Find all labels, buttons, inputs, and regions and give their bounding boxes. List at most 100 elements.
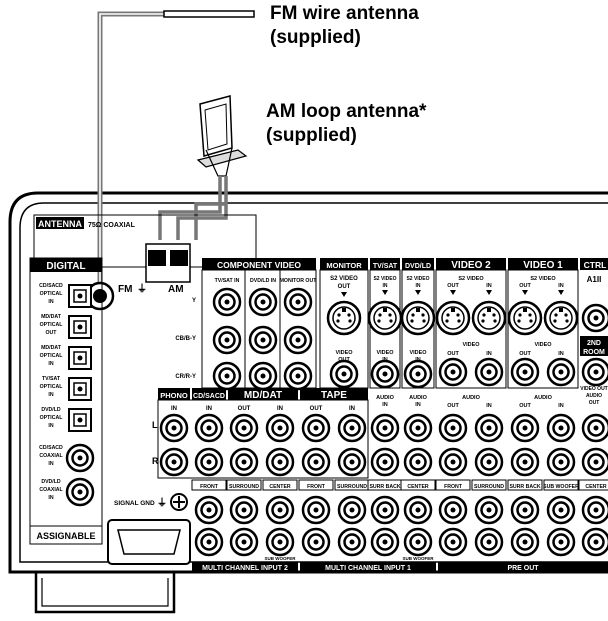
- audio-jack-r[interactable]: [159, 447, 189, 477]
- fm-antenna-supplied: (supplied): [270, 27, 361, 48]
- signal-gnd-screw[interactable]: [170, 493, 188, 511]
- video-jack[interactable]: [510, 357, 540, 387]
- multi-channel-jack[interactable]: [265, 527, 295, 557]
- multi-channel-jack[interactable]: [510, 527, 540, 557]
- optical-jack[interactable]: [68, 346, 92, 370]
- component-video-jack[interactable]: [248, 361, 278, 391]
- second-room-jack[interactable]: [581, 357, 608, 387]
- digital-jack-label: IN: [48, 495, 53, 501]
- audio-jack-l[interactable]: [159, 413, 189, 443]
- multi-channel-jack[interactable]: [581, 495, 608, 525]
- multi-channel-jack[interactable]: [438, 527, 468, 557]
- sub-woofer-label: SUB WOOFER: [265, 556, 297, 561]
- audio-jack-r[interactable]: [337, 447, 367, 477]
- audio-jack-l[interactable]: [370, 413, 400, 443]
- video-jack[interactable]: [438, 357, 468, 387]
- multi-channel-jack[interactable]: [438, 495, 468, 525]
- component-video-jack[interactable]: [283, 325, 313, 355]
- multi-channel-jack[interactable]: [474, 495, 504, 525]
- second-room-jack[interactable]: [581, 413, 608, 443]
- multi-channel-jack[interactable]: [581, 527, 608, 557]
- am-ground-symbol: ⏚: [137, 283, 147, 295]
- optical-jack[interactable]: [68, 377, 92, 401]
- section-header: VIDEO 2: [451, 260, 491, 271]
- video-jack[interactable]: [546, 357, 576, 387]
- multi-channel-jack[interactable]: [370, 527, 400, 557]
- component-video-jack[interactable]: [212, 287, 242, 317]
- left-channel-label: L: [152, 420, 158, 430]
- multi-channel-jack[interactable]: [301, 527, 331, 557]
- audio-jack-l[interactable]: [301, 413, 331, 443]
- coaxial-jack[interactable]: [65, 477, 95, 507]
- multi-channel-jack[interactable]: [265, 495, 295, 525]
- multi-channel-jack[interactable]: [229, 527, 259, 557]
- audio-jack-l[interactable]: [194, 413, 224, 443]
- s-video-jack[interactable]: [507, 300, 543, 336]
- multi-channel-jack[interactable]: [337, 527, 367, 557]
- component-video-jack[interactable]: [212, 361, 242, 391]
- s-video-jack[interactable]: [367, 300, 403, 336]
- audio-jack-r[interactable]: [301, 447, 331, 477]
- component-video-jack[interactable]: [248, 287, 278, 317]
- dsub-connector[interactable]: [107, 519, 191, 565]
- audio-jack-r[interactable]: [546, 447, 576, 477]
- audio-jack-r[interactable]: [438, 447, 468, 477]
- audio-jack-l[interactable]: [546, 413, 576, 443]
- second-room-jack[interactable]: [581, 447, 608, 477]
- audio-jack-l[interactable]: [337, 413, 367, 443]
- digital-jack-label: IN: [48, 392, 53, 398]
- multi-channel-jack[interactable]: [301, 495, 331, 525]
- bottom-banner-bg: [192, 562, 298, 572]
- audio-jack-l[interactable]: [265, 413, 295, 443]
- audio-jack-r[interactable]: [370, 447, 400, 477]
- second-room-sub-label: VIDEO OUT: [580, 386, 608, 392]
- audio-jack-l[interactable]: [229, 413, 259, 443]
- second-room-label: ROOM: [583, 349, 605, 356]
- ctrl-jack[interactable]: [581, 303, 608, 333]
- video-in-jack[interactable]: [403, 359, 433, 389]
- video-jack[interactable]: [474, 357, 504, 387]
- multi-channel-jack[interactable]: [194, 527, 224, 557]
- multi-channel-jack[interactable]: [474, 527, 504, 557]
- multi-channel-jack[interactable]: [403, 527, 433, 557]
- s-video-jack[interactable]: [435, 300, 471, 336]
- component-video-jack[interactable]: [212, 325, 242, 355]
- multi-channel-jack[interactable]: [403, 495, 433, 525]
- multi-channel-jack[interactable]: [370, 495, 400, 525]
- multi-channel-jack[interactable]: [229, 495, 259, 525]
- s-video-jack[interactable]: [543, 300, 579, 336]
- multi-channel-jack[interactable]: [546, 527, 576, 557]
- audio-jack-r[interactable]: [403, 447, 433, 477]
- multi-channel-jack[interactable]: [194, 495, 224, 525]
- component-video-jack[interactable]: [283, 361, 313, 391]
- component-video-jack[interactable]: [283, 287, 313, 317]
- s-video-jack[interactable]: [326, 300, 362, 336]
- audio-jack-r[interactable]: [229, 447, 259, 477]
- audio-jack-r[interactable]: [510, 447, 540, 477]
- monitor-video-out-jack[interactable]: [329, 359, 359, 389]
- optical-jack[interactable]: [68, 408, 92, 432]
- audio-jack-r[interactable]: [194, 447, 224, 477]
- multi-channel-jack[interactable]: [510, 495, 540, 525]
- audio-jack-l[interactable]: [438, 413, 468, 443]
- audio-jack-l[interactable]: [474, 413, 504, 443]
- multi-channel-jack[interactable]: [546, 495, 576, 525]
- multi-channel-jack[interactable]: [337, 495, 367, 525]
- component-video-column-label: TV/SAT IN: [215, 278, 240, 284]
- video-in-jack[interactable]: [370, 359, 400, 389]
- component-video-title: COMPONENT VIDEO: [217, 260, 301, 270]
- optical-jack[interactable]: [68, 284, 92, 308]
- audio-jack-l[interactable]: [510, 413, 540, 443]
- optical-jack[interactable]: [68, 315, 92, 339]
- s-video-jack[interactable]: [400, 300, 436, 336]
- s-video-jack[interactable]: [471, 300, 507, 336]
- coaxial-jack[interactable]: [65, 443, 95, 473]
- audio-jack-r[interactable]: [474, 447, 504, 477]
- channel-label: CENTER: [269, 484, 291, 490]
- audio-jack-r[interactable]: [265, 447, 295, 477]
- section-header-bg: [436, 258, 506, 270]
- sub-woofer-label: SUB WOOFER: [403, 556, 435, 561]
- component-video-jack[interactable]: [248, 325, 278, 355]
- digital-jack-label: OPTICAL: [40, 322, 64, 328]
- audio-jack-l[interactable]: [403, 413, 433, 443]
